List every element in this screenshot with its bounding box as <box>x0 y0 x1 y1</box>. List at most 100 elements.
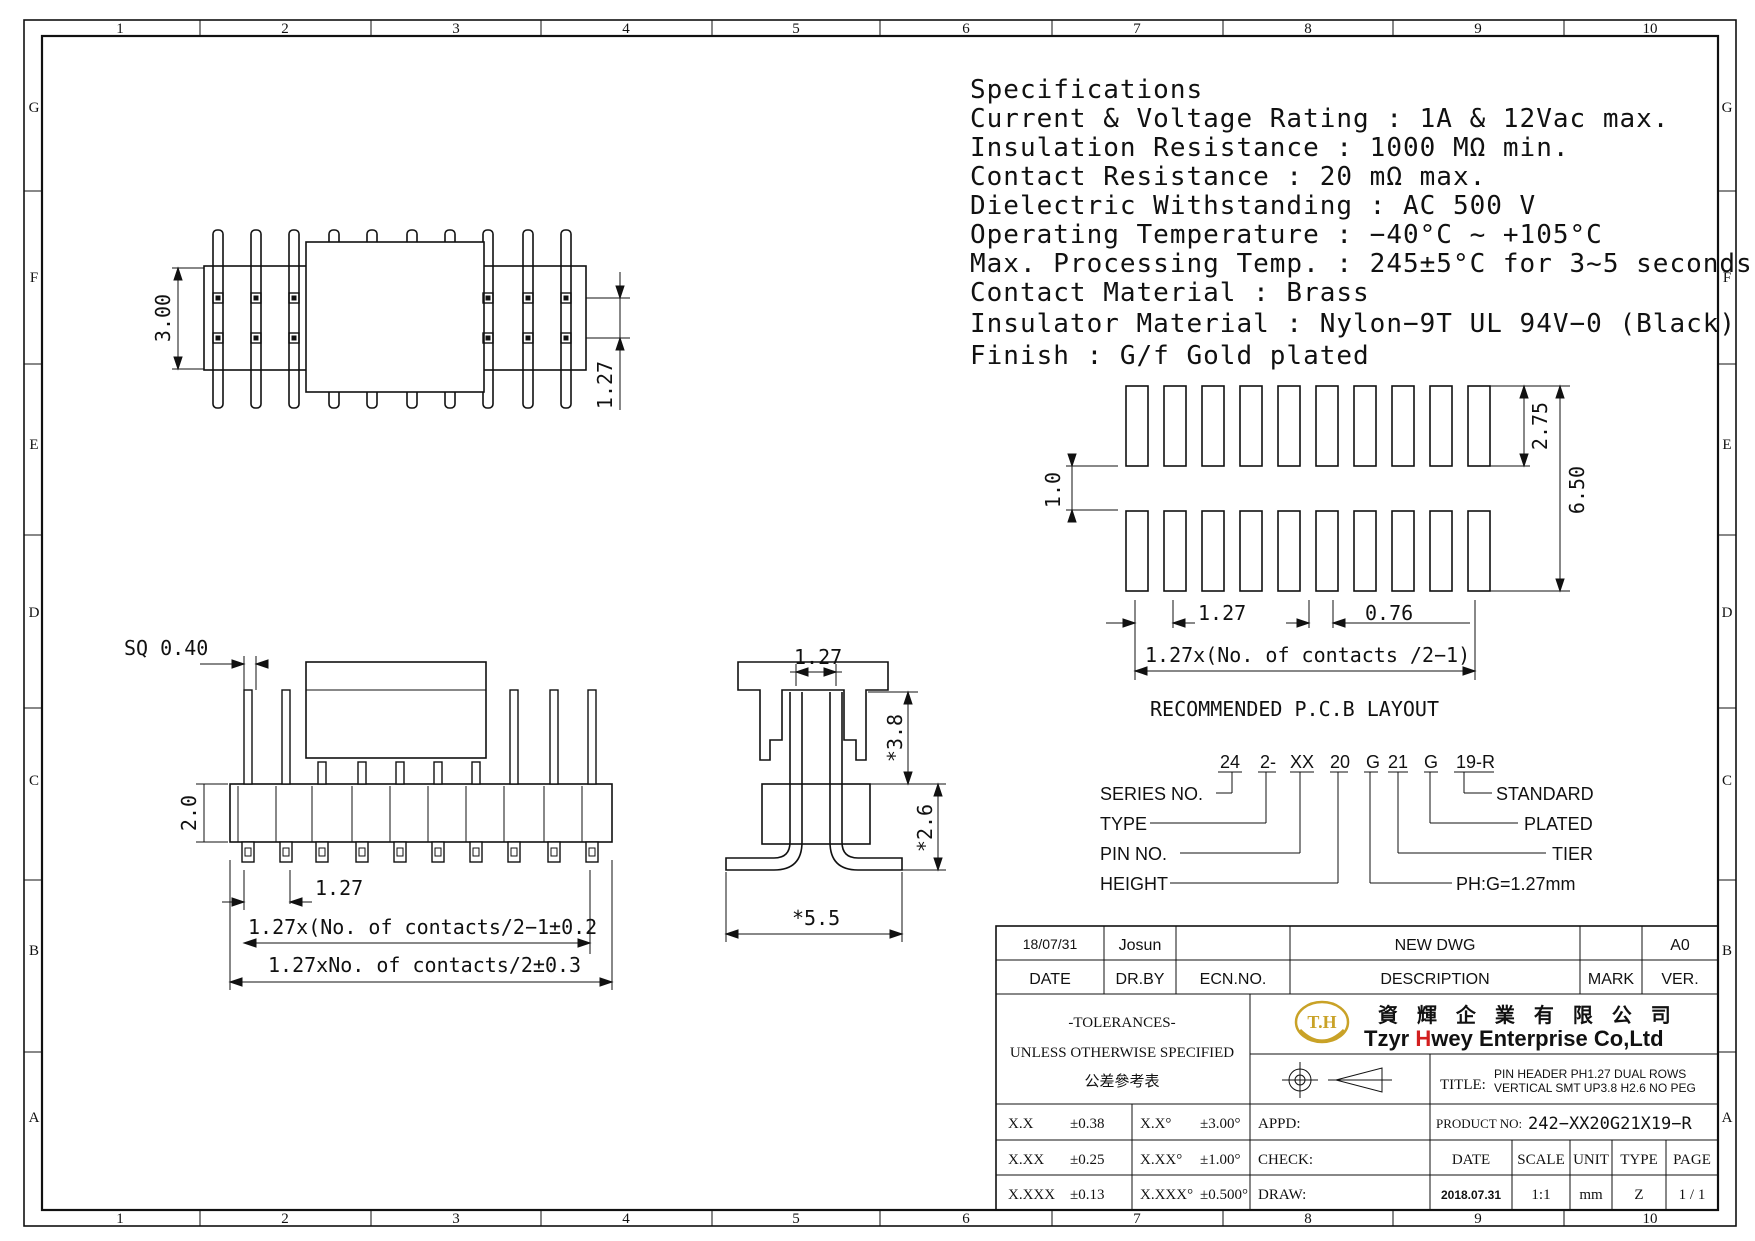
tol-key: X.XXX° <box>1140 1187 1193 1203</box>
tb-product-no-label: PRODUCT NO: <box>1436 1116 1522 1131</box>
front-pin-foot <box>507 841 521 863</box>
tb-h-mark: MARK <box>1588 971 1635 988</box>
dim-pcb-total: 6.50 <box>1565 466 1589 514</box>
dim-front-span1: 1.27x(No. of contacts/2−1±0.2 <box>248 915 597 939</box>
pcb-pad <box>1467 510 1491 592</box>
tb-tol-unless: UNLESS OTHERWISE SPECIFIED <box>1010 1045 1234 1061</box>
front-pin <box>587 689 597 785</box>
pn-label-plated: PLATED <box>1524 814 1593 834</box>
company-name-cn: 資 輝 企 業 有 限 公 司 <box>1378 1003 1677 1027</box>
grid-row-label: B <box>29 943 39 959</box>
spec-title: Specifications <box>970 75 1203 105</box>
pcb-layout: 2.75 6.50 1.0 1.27 0.76 1.27x(No. of con… <box>1041 384 1589 721</box>
front-pin-foot <box>241 841 255 863</box>
grid-col-label: 6 <box>962 21 970 37</box>
contact-square-core <box>485 335 491 341</box>
pcb-pad <box>1277 385 1301 467</box>
pcb-pads <box>1125 385 1491 592</box>
tb-tol-cn: 公差參考表 <box>1084 1073 1159 1090</box>
tol-val: ±3.00° <box>1200 1116 1240 1132</box>
pn-code: 24 <box>1220 752 1240 772</box>
company-logo: T.H <box>1294 1000 1350 1044</box>
spec-line: Current & Voltage Rating : 1A & 12Vac ma… <box>970 104 1669 134</box>
dim-pcb-pitch: 1.27 <box>1198 601 1246 625</box>
company-name-en: Tzyr Hwey Enterprise Co,Ltd <box>1364 1026 1664 1051</box>
tb-check-label: CHECK: <box>1258 1152 1313 1168</box>
grid-col-label: 7 <box>1133 21 1141 37</box>
spec-line: Insulation Resistance : 1000 MΩ min. <box>970 133 1570 163</box>
tb-h-ecn: ECN.NO. <box>1200 971 1267 988</box>
grid-col-label: 7 <box>1133 1211 1141 1227</box>
grid-row-label: C <box>29 773 39 789</box>
pn-code: 20 <box>1330 752 1350 772</box>
contact-pin <box>250 229 262 409</box>
pcb-pad <box>1467 385 1491 467</box>
grid-col-label: 9 <box>1474 21 1482 37</box>
top-view: 3.00 1.27 <box>151 229 630 410</box>
contact-square-core <box>215 295 221 301</box>
dim-top-height: 3.00 <box>151 294 175 342</box>
grid-col-label: 5 <box>792 1211 800 1227</box>
grid-row-label: F <box>1723 270 1731 286</box>
front-pin-foot <box>547 841 561 863</box>
front-pin-foot-square <box>434 847 442 857</box>
contact-pin <box>212 229 224 409</box>
tb-title-line1: PIN HEADER PH1.27 DUAL ROWS <box>1494 1067 1686 1081</box>
contact-square-core <box>485 295 491 301</box>
tb-tol-title: -TOLERANCES- <box>1068 1015 1175 1031</box>
contact-square <box>560 332 572 344</box>
front-pin-foot <box>469 841 483 863</box>
spec-line: Dielectric Withstanding : AC 500 V <box>970 191 1536 221</box>
contact-square-core <box>291 335 297 341</box>
contact-square <box>560 292 572 304</box>
grid-col-label: 4 <box>622 21 630 37</box>
front-pin-foot-square <box>510 847 518 857</box>
contact-pin <box>288 229 300 409</box>
pcb-pad <box>1353 510 1377 592</box>
pcb-pad <box>1163 510 1187 592</box>
front-pin-foot <box>315 841 329 863</box>
front-pin <box>509 689 519 785</box>
pcb-pad <box>1239 510 1263 592</box>
spec-line: Max. Processing Temp. : 245±5°C for 3~5 … <box>970 249 1753 279</box>
front-housing <box>305 661 487 759</box>
tb-v-date: 2018.07.31 <box>1441 1188 1501 1202</box>
dim-side-pin-height: *3.8 <box>883 714 907 762</box>
grid-row-label: F <box>30 270 38 286</box>
tb-appd-label: APPD: <box>1258 1116 1301 1132</box>
front-pin-foot <box>393 841 407 863</box>
front-pin-foot <box>279 841 293 863</box>
grid-col-label: 8 <box>1304 1211 1312 1227</box>
grid-row-label: D <box>29 605 40 621</box>
tol-key: X.XXX <box>1008 1187 1055 1203</box>
tb-desc-value: NEW DWG <box>1395 937 1476 954</box>
grid-col-label: 5 <box>792 21 800 37</box>
tb-version-value: A0 <box>1670 937 1690 954</box>
grid-row-label: E <box>1722 437 1731 453</box>
grid-row-label: A <box>1722 1110 1733 1126</box>
grid-row-label: B <box>1722 943 1732 959</box>
tb-h-date2: DATE <box>1452 1152 1490 1168</box>
spec-line: Operating Temperature : −40°C ~ +105°C <box>970 220 1603 250</box>
pcb-pad <box>1315 385 1339 467</box>
contact-square-core <box>563 295 569 301</box>
dim-front-pitch: 1.27 <box>315 876 363 900</box>
grid-col-label: 1 <box>116 21 124 37</box>
dim-sq-040: SQ 0.40 <box>124 636 208 660</box>
contact-square <box>482 332 494 344</box>
tol-key: X.XX <box>1008 1152 1044 1168</box>
front-pin-foot-square <box>588 847 596 857</box>
tb-draw-label: DRAW: <box>1258 1187 1306 1203</box>
pcb-pad <box>1277 510 1301 592</box>
spec-line: Finish : G/f Gold plated <box>970 341 1370 371</box>
grid-row-label: G <box>29 100 40 116</box>
tb-product-no: 242−XX20G21X19−R <box>1528 1114 1693 1134</box>
contact-square <box>250 332 262 344</box>
tb-v-type: Z <box>1634 1187 1643 1203</box>
front-base <box>229 783 613 843</box>
tb-v-scale: 1:1 <box>1531 1187 1550 1203</box>
pcb-dim-lines <box>1066 384 1570 680</box>
contact-pin <box>560 229 572 409</box>
projection-symbol-icon <box>1282 1062 1392 1098</box>
contact-square-core <box>215 335 221 341</box>
